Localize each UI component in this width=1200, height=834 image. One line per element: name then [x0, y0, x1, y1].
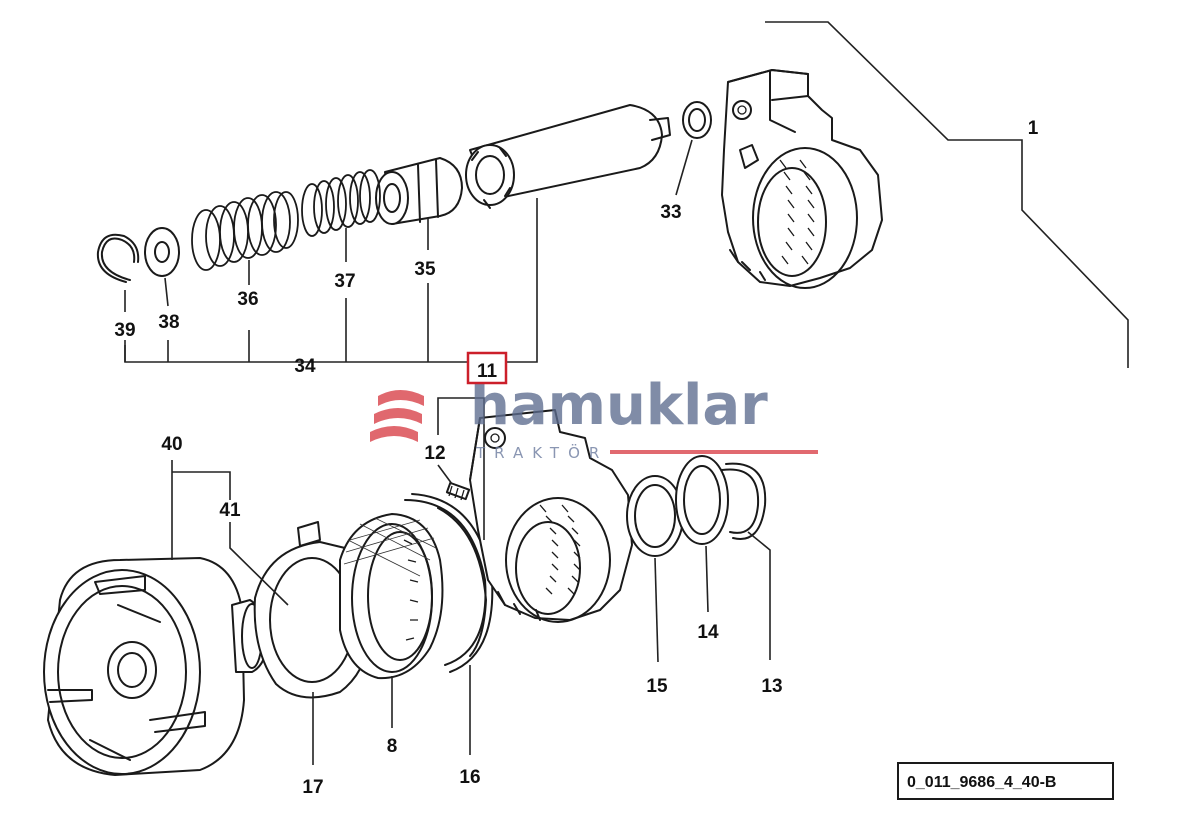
watermark-brand: hamuklar — [470, 373, 768, 438]
part-13-snap-ring — [721, 462, 771, 660]
leader-11 — [437, 397, 485, 540]
part-38-washer — [144, 227, 180, 277]
watermark: hamuklar TRAKTÖR — [370, 373, 818, 462]
callout-34: 34 — [294, 356, 316, 377]
part-11-gear-housing — [469, 409, 633, 623]
callout-labels: 1 33 35 37 36 38 39 34 11 12 40 41 17 8 … — [114, 118, 1038, 798]
lower-assembly — [43, 397, 771, 776]
part-37-spring — [301, 169, 381, 237]
callout-33: 33 — [660, 202, 681, 223]
part-8-clutch-disc — [339, 513, 444, 680]
callout-1: 1 — [1028, 118, 1039, 139]
callout-36: 36 — [237, 289, 258, 310]
callout-40: 40 — [161, 434, 182, 455]
part-40-drum — [43, 557, 269, 776]
reference-code-box: 0_011_9686_4_40-B — [897, 762, 1114, 800]
leader-41 — [229, 522, 289, 606]
leader-1 — [765, 21, 1129, 368]
callout-14: 14 — [697, 622, 719, 643]
part-15-ring — [626, 475, 684, 663]
part-1-housing — [721, 69, 883, 289]
part-37-sleeve — [375, 157, 463, 225]
callout-16: 16 — [459, 767, 480, 788]
callout-41: 41 — [219, 500, 241, 521]
callout-39: 39 — [114, 320, 135, 341]
watermark-underline — [610, 450, 818, 454]
callout-37: 37 — [334, 271, 355, 292]
reference-code: 0_011_9686_4_40-B — [907, 774, 1056, 791]
part-35-sleeve — [465, 104, 671, 209]
leader-34 — [124, 198, 538, 363]
part-33-ring — [675, 101, 712, 196]
callout-38: 38 — [158, 312, 179, 333]
callout-12: 12 — [424, 443, 445, 464]
callout-17: 17 — [302, 777, 323, 798]
callout-35: 35 — [414, 259, 436, 280]
part-39-snap-ring — [96, 233, 140, 283]
leader-38 — [164, 277, 169, 307]
callout-15: 15 — [646, 676, 668, 697]
callout-8: 8 — [387, 736, 398, 757]
upper-assembly — [96, 21, 1129, 368]
watermark-logo-icon — [370, 390, 424, 442]
highlighted-callout-11[interactable]: 11 — [466, 351, 508, 385]
callout-11: 11 — [477, 361, 498, 382]
friction-hatch — [343, 517, 437, 577]
watermark-tagline: TRAKTÖR — [475, 443, 608, 462]
callout-13: 13 — [761, 676, 782, 697]
part-14-ring — [675, 455, 729, 613]
leader-40-41 — [172, 471, 231, 500]
part-12-set-screw — [437, 464, 471, 501]
part-36-spring — [191, 191, 299, 271]
